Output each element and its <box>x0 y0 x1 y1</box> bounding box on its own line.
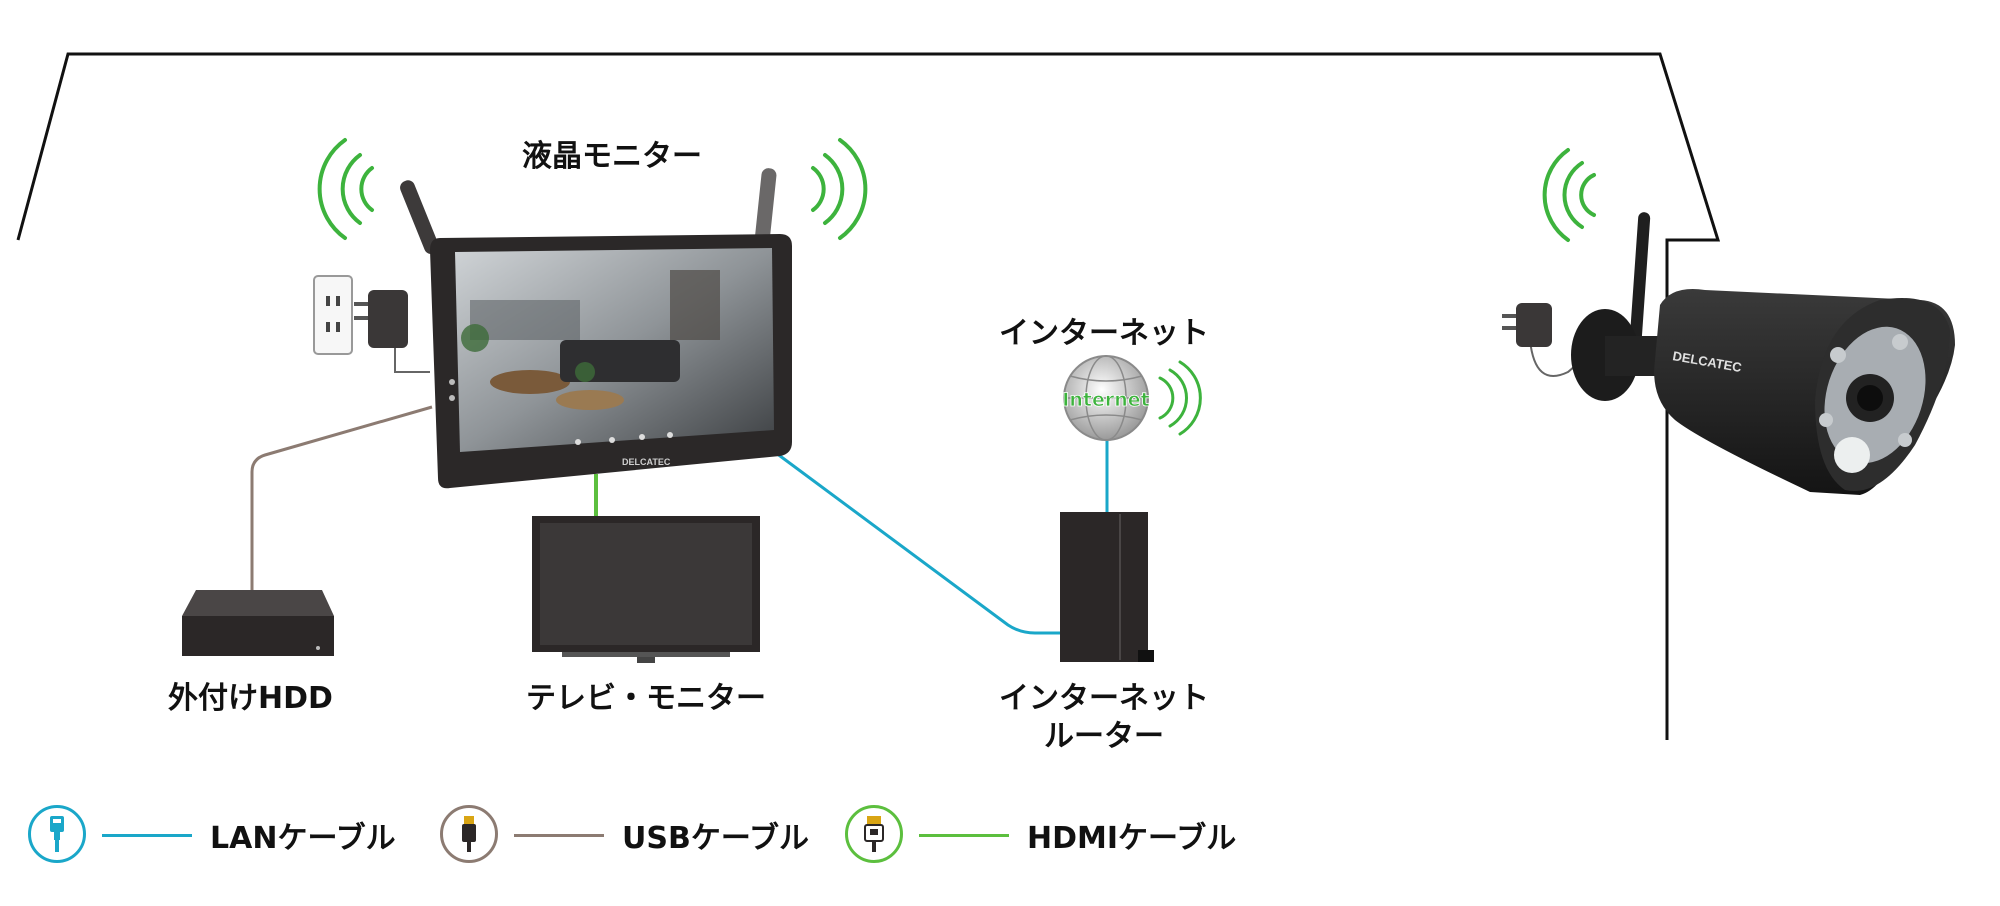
power-cord-camera <box>1529 339 1576 377</box>
wireless-waves-monitor-left <box>317 138 374 240</box>
legend-usb: USBケーブル <box>440 805 830 865</box>
lan-cable-monitor-router <box>771 448 1060 635</box>
internet-globe-icon <box>1063 355 1149 441</box>
tv-monitor-label: テレビ・モニター <box>526 681 766 716</box>
legend-lan: LANケーブル <box>28 805 418 865</box>
security-camera-device <box>1571 212 1955 495</box>
internet-label: インターネット <box>999 316 1209 351</box>
legend-usb-line <box>514 834 604 837</box>
external-hdd-label: 外付けHDD <box>168 681 333 716</box>
legend-hdmi-label: HDMIケーブル <box>1027 821 1237 856</box>
legend-hdmi: HDMIケーブル <box>845 805 1265 865</box>
internet-globe-text: Internet <box>1062 389 1149 411</box>
wireless-waves-camera <box>1542 148 1596 242</box>
lan-plug-icon <box>28 805 86 863</box>
power-cord-monitor <box>394 348 430 373</box>
internet-router-device <box>1060 512 1154 662</box>
legend-usb-label: USBケーブル <box>622 821 810 856</box>
monitor-antennas <box>400 168 777 255</box>
monitor-brand-text: DELCATEC <box>622 457 671 467</box>
usb-cable-line <box>250 405 433 590</box>
external-hdd-device <box>182 590 334 656</box>
legend-lan-label: LANケーブル <box>210 821 396 856</box>
router-label-line1: インターネット <box>999 681 1209 716</box>
legend-lan-line <box>102 834 192 837</box>
usb-plug-icon <box>440 805 498 863</box>
lcd-monitor-device <box>430 234 792 489</box>
lcd-monitor-label: 液晶モニター <box>522 139 702 174</box>
ac-adapter-camera-icon <box>1502 303 1552 347</box>
hdmi-plug-icon <box>845 805 903 863</box>
wall-outlet-icon <box>313 275 353 355</box>
wireless-waves-monitor-right <box>811 138 868 240</box>
ac-adapter-monitor-icon <box>354 290 408 348</box>
legend-hdmi-line <box>919 834 1009 837</box>
router-label-line2: ルーター <box>1044 719 1164 754</box>
wireless-waves-internet <box>1158 360 1202 436</box>
tv-monitor-device <box>532 516 760 663</box>
